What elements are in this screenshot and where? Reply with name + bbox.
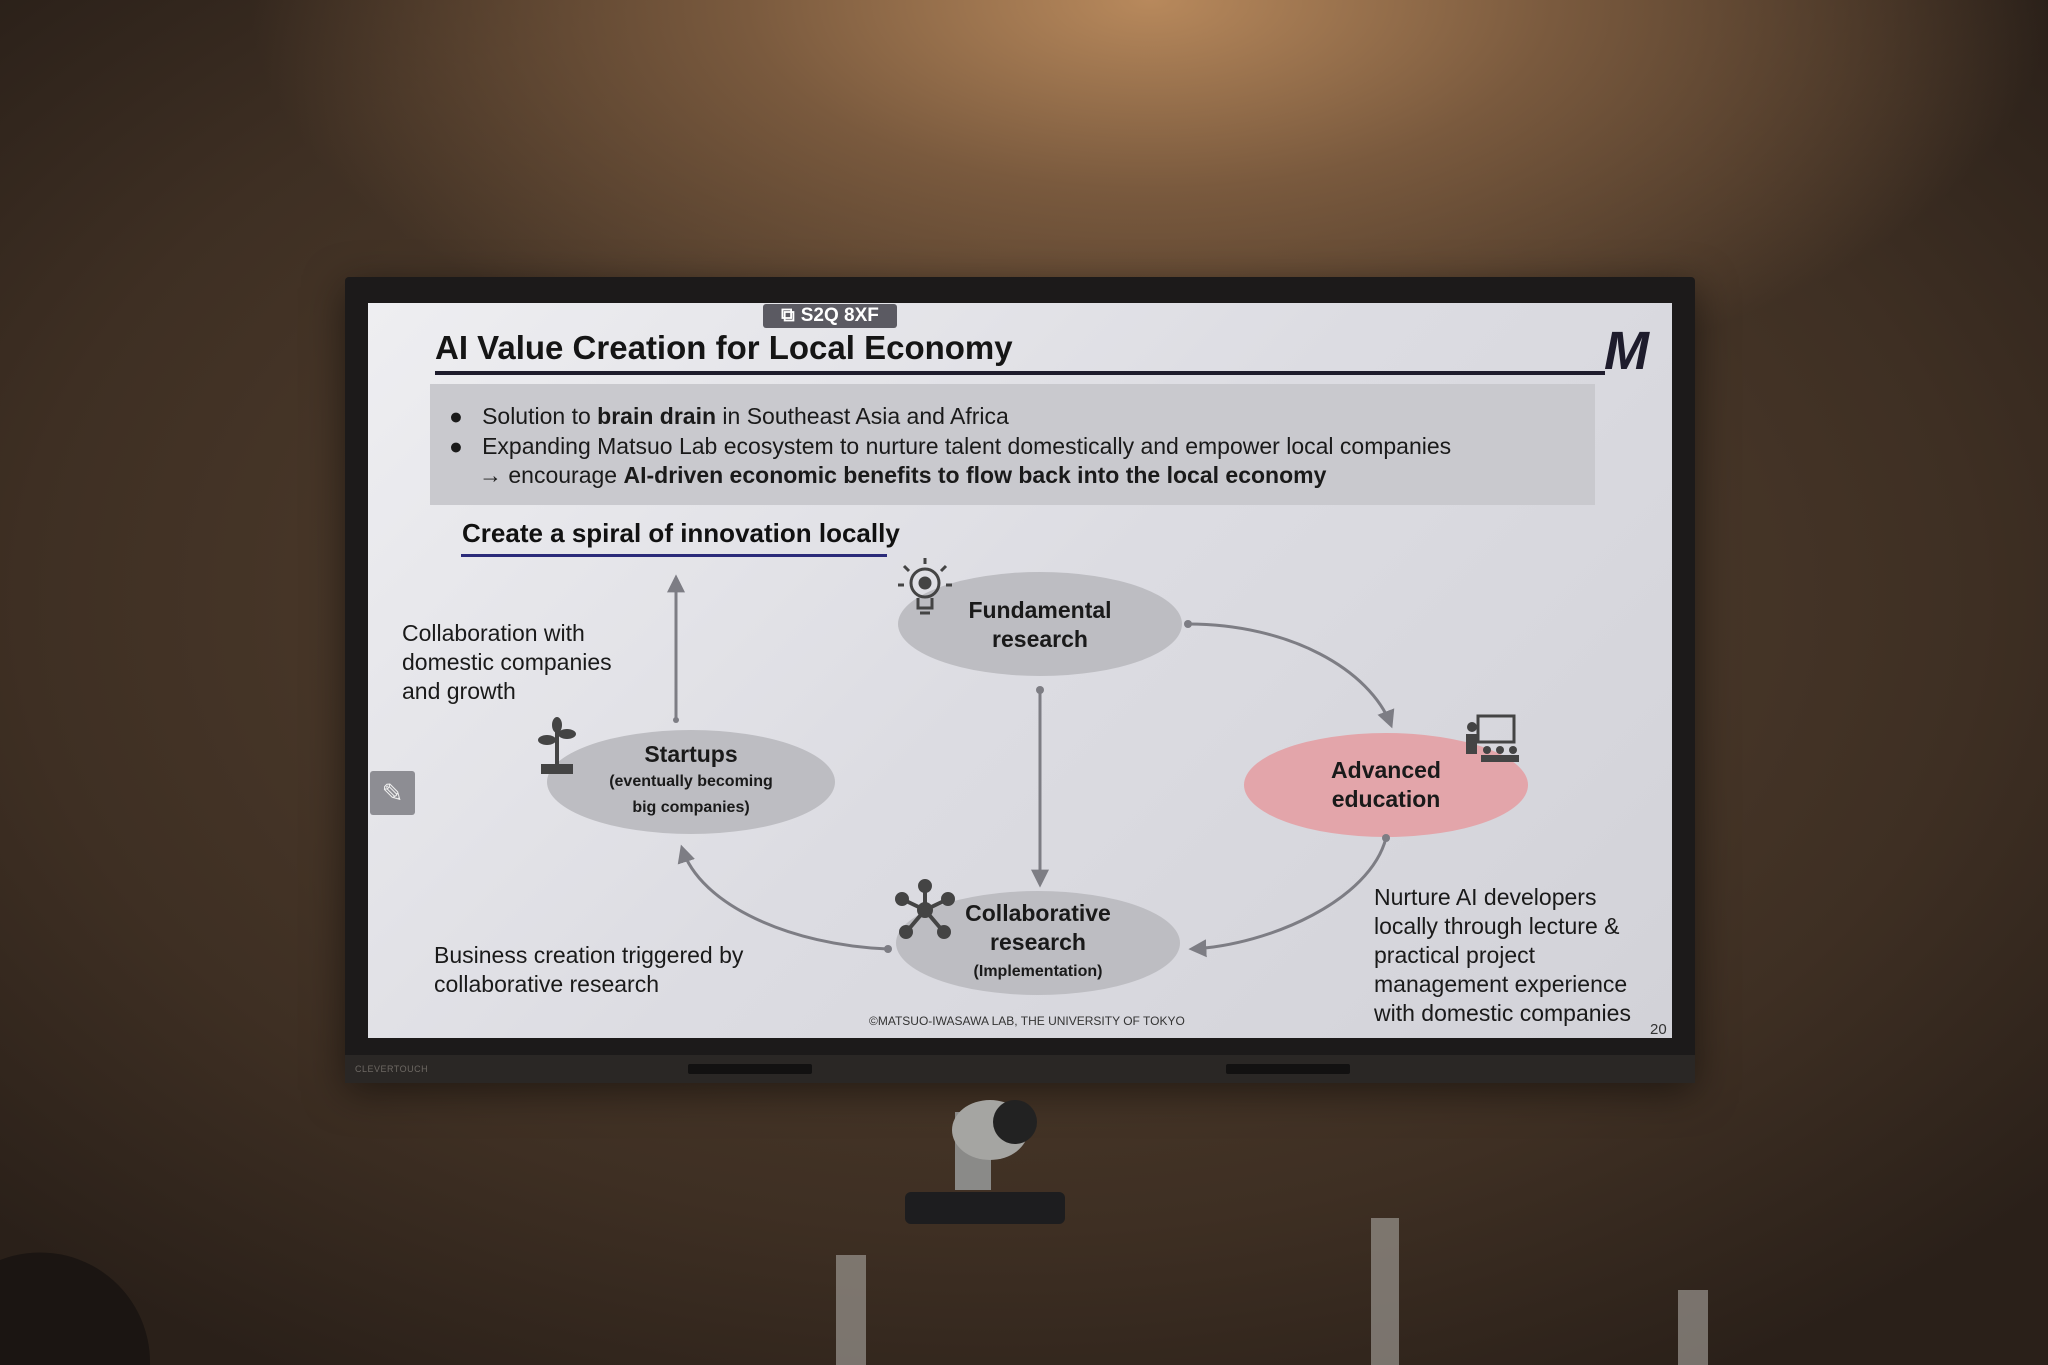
sprout-icon	[538, 717, 576, 774]
slide-title: AI Value Creation for Local Economy	[435, 329, 1013, 366]
node-startups	[547, 730, 835, 834]
display-button-left[interactable]	[688, 1064, 812, 1074]
network-icon	[895, 879, 955, 939]
audience-head	[0, 1252, 151, 1365]
lightbulb-icon	[898, 558, 952, 615]
display-brand: CLEVERTOUCH	[355, 1064, 429, 1074]
summary-box	[430, 384, 1595, 505]
page-number: 20	[1650, 1021, 1667, 1038]
bullet-continuation: → encourage AI-driven economic benefits …	[479, 462, 1327, 488]
node-advanced-education	[1244, 733, 1528, 837]
teacher-icon	[1466, 714, 1519, 762]
title-underline	[435, 371, 1605, 375]
section-subtitle: Create a spiral of innovation locally	[462, 518, 900, 548]
arrow-collaborative-to-startups	[677, 844, 889, 951]
node-fundamental-research	[898, 572, 1182, 676]
bullet-item: ● Solution to brain drain in Southeast A…	[449, 403, 1009, 429]
pencil-icon: ✎	[381, 777, 404, 808]
node-collaborative-research	[896, 891, 1180, 995]
copyright: ©MATSUO-IWASAWA LAB, THE UNIVERSITY OF T…	[869, 1014, 1185, 1028]
arrow-fundamental-to-education	[1187, 622, 1395, 729]
display-button-right[interactable]	[1226, 1064, 1350, 1074]
badge-code: S2Q 8XF	[800, 305, 879, 326]
annotate-pencil-button[interactable]: ✎	[370, 771, 415, 815]
arrow-education-to-collaborative	[1188, 837, 1388, 958]
cast-icon: ⧉	[781, 305, 795, 326]
subtitle-underline	[461, 554, 887, 557]
water-bottle	[1371, 1218, 1399, 1365]
meeting-code-badge[interactable]: ⧉ S2Q 8XF	[763, 304, 897, 328]
bullet-item: ● Expanding Matsuo Lab ecosystem to nurt…	[449, 433, 1452, 459]
display-bottom-bar	[345, 1055, 1695, 1083]
water-bottle	[1678, 1290, 1708, 1365]
water-bottle	[836, 1255, 866, 1365]
conference-camera	[905, 1100, 1065, 1224]
